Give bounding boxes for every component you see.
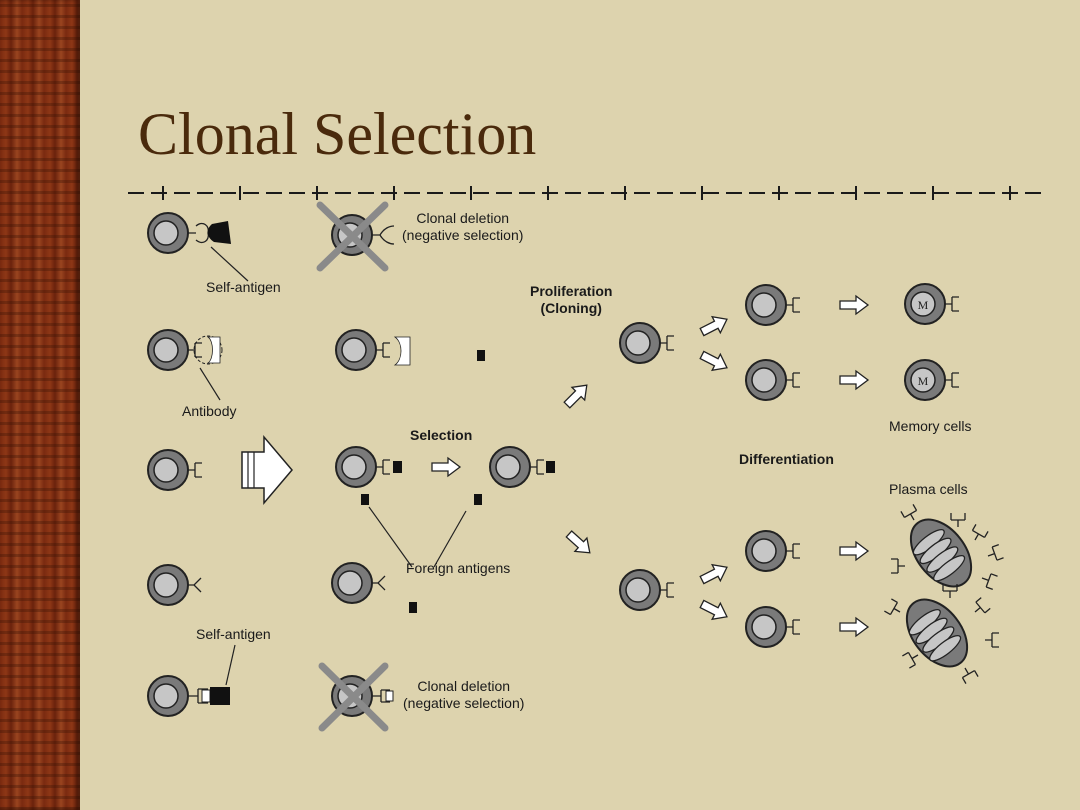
cell-clone-lower (619, 569, 675, 611)
cell-selected (335, 446, 402, 488)
memory-cell-2: M (904, 359, 960, 401)
cell-naive-1 (147, 449, 203, 491)
label-clonal-deletion-top: Clonal deletion(negative selection) (402, 210, 524, 243)
plasma-cell-1 (890, 503, 1005, 599)
label-differentiation: Differentiation (739, 451, 834, 467)
selection-arrow (431, 457, 461, 477)
arrow-to-proliferation (559, 378, 594, 413)
foreign-antigen-4 (409, 602, 417, 613)
slide-title: Clonal Selection (138, 101, 537, 167)
label-proliferation: Proliferation(Cloning) (530, 283, 613, 316)
foreign-antigen-3 (474, 494, 482, 505)
label-selection: Selection (410, 427, 473, 443)
plasma-cell-2 (883, 583, 1000, 685)
cell-clone-4 (745, 606, 801, 648)
memory-cell-1: M (904, 283, 960, 325)
arrow-to-differentiation (562, 526, 597, 561)
cell-self-antigen-bottom (147, 675, 230, 717)
cell-antibody (147, 329, 223, 371)
label-antibody: Antibody (182, 403, 237, 419)
label-foreign-antigens: Foreign antigens (406, 560, 511, 576)
memory-mark-2: M (918, 374, 929, 388)
wood-border (0, 0, 80, 810)
cell-naive-2 (147, 564, 202, 606)
label-plasma-cells: Plasma cells (889, 481, 968, 497)
cell-bound (489, 446, 555, 488)
cell-clone-2 (745, 359, 801, 401)
cell-col2-row2 (335, 329, 411, 371)
label-self-antigen-bottom: Self-antigen (196, 626, 271, 642)
cell-clone-3 (745, 530, 801, 572)
cell-col2-row4 (331, 562, 386, 604)
cell-deleted-top (316, 201, 395, 272)
cell-clone-1 (745, 284, 801, 326)
foreign-antigen-1 (477, 350, 485, 361)
big-arrow-right (241, 434, 293, 506)
label-self-antigen-top: Self-antigen (206, 279, 281, 295)
label-memory-cells: Memory cells (889, 418, 972, 434)
memory-mark-1: M (918, 298, 929, 312)
cell-deleted-bottom (318, 662, 394, 732)
cell-self-antigen-top (147, 212, 231, 254)
title-divider (128, 186, 1045, 200)
label-clonal-deletion-bottom: Clonal deletion(negative selection) (403, 678, 525, 711)
foreign-antigen-2 (361, 494, 369, 505)
cell-clone-upper (619, 322, 675, 364)
